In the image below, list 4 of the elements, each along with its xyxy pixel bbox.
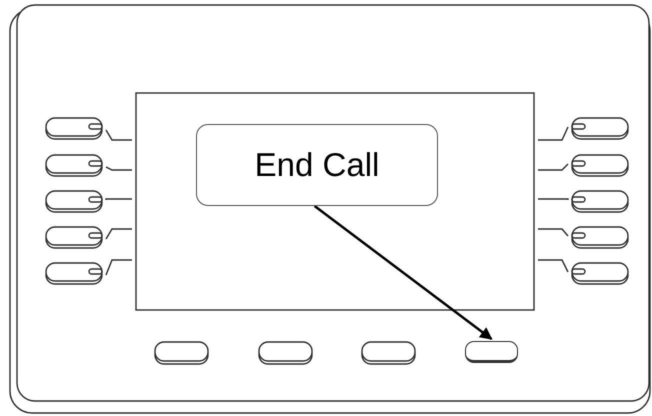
softkey-button — [465, 341, 518, 363]
callout-box — [196, 124, 438, 206]
arrow — [314, 205, 492, 340]
callout-text: End Call — [254, 146, 380, 184]
